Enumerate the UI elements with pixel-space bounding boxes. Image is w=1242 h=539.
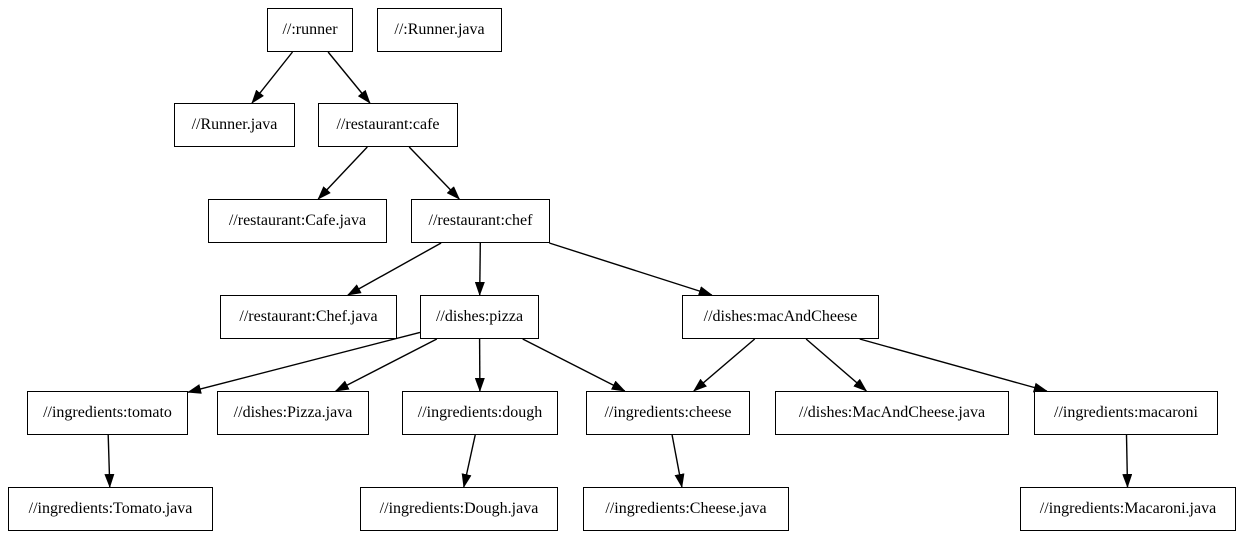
- graph-edge-cheese-to-cheese-java: [671, 434, 685, 488]
- graph-node-cafe-java: //restaurant:Cafe.java: [208, 199, 387, 243]
- graph-node-label: //ingredients:Macaroni.java: [1039, 500, 1217, 517]
- graph-edge-macaroni-to-macaroni-java: [1122, 434, 1133, 488]
- graph-edge-mac-and-cheese-to-cheese: [693, 338, 756, 392]
- graph-node-label: //restaurant:Chef.java: [239, 308, 378, 325]
- graph-node-pizza-java: //dishes:Pizza.java: [217, 391, 369, 435]
- graph-edge-pizza-to-tomato: [187, 331, 421, 394]
- graph-node-label: //Runner.java: [191, 116, 278, 133]
- graph-edge-runner-to-runner-java: [251, 51, 294, 104]
- graph-node-label: //restaurant:Cafe.java: [228, 212, 367, 229]
- graph-edge-tomato-to-tomato-java: [104, 434, 115, 488]
- graph-node-cafe: //restaurant:cafe: [318, 103, 458, 147]
- graph-node-label: //dishes:Pizza.java: [233, 404, 353, 421]
- graph-edge-mac-and-cheese-to-macaroni: [859, 338, 1048, 393]
- graph-node-label: //restaurant:chef: [428, 212, 533, 229]
- graph-edge-chef-to-chef-java: [347, 242, 442, 296]
- graph-node-runner: //:runner: [267, 8, 353, 52]
- graph-node-dough-java: //ingredients:Dough.java: [360, 487, 558, 531]
- graph-node-label: //ingredients:dough: [417, 404, 543, 421]
- graph-node-mac-and-cheese: //dishes:macAndCheese: [682, 295, 879, 339]
- graph-edge-pizza-to-pizza-java: [334, 338, 438, 392]
- graph-node-runner-java: //Runner.java: [174, 103, 295, 147]
- graph-node-label: //ingredients:cheese: [604, 404, 732, 421]
- graph-edge-runner-to-cafe: [327, 51, 371, 104]
- graph-node-label: //dishes:MacAndCheese.java: [798, 404, 986, 421]
- graph-node-chef-java: //restaurant:Chef.java: [220, 295, 397, 339]
- graph-node-cheese-java: //ingredients:Cheese.java: [583, 487, 789, 531]
- graph-node-macaroni-java: //ingredients:Macaroni.java: [1020, 487, 1236, 531]
- graph-node-macaroni: //ingredients:macaroni: [1034, 391, 1218, 435]
- graph-node-root-runner-java: //:Runner.java: [377, 8, 502, 52]
- graph-node-tomato-java: //ingredients:Tomato.java: [8, 487, 213, 531]
- graph-node-label: //ingredients:Tomato.java: [28, 500, 193, 517]
- graph-edge-mac-and-cheese-to-mac-and-cheese-java: [805, 338, 868, 392]
- graph-node-label: //ingredients:tomato: [43, 404, 172, 421]
- graph-edge-chef-to-pizza: [474, 242, 485, 296]
- graph-node-label: //dishes:pizza: [435, 308, 524, 325]
- graph-node-label: //ingredients:Dough.java: [379, 500, 539, 517]
- graph-node-label: //:Runner.java: [394, 21, 485, 38]
- graph-edge-cafe-to-cafe-java: [317, 146, 368, 200]
- graph-edge-chef-to-mac-and-cheese: [549, 242, 713, 296]
- graph-edge-pizza-to-cheese: [522, 338, 626, 392]
- graph-node-mac-and-cheese-java: //dishes:MacAndCheese.java: [775, 391, 1009, 435]
- graph-node-tomato: //ingredients:tomato: [27, 391, 188, 435]
- graph-node-cheese: //ingredients:cheese: [586, 391, 750, 435]
- graph-node-pizza: //dishes:pizza: [420, 295, 539, 339]
- graph-node-label: //:runner: [282, 21, 338, 38]
- graph-node-dough: //ingredients:dough: [402, 391, 558, 435]
- graph-node-chef: //restaurant:chef: [411, 199, 550, 243]
- graph-node-label: //dishes:macAndCheese: [703, 308, 858, 325]
- graph-node-label: //ingredients:Cheese.java: [605, 500, 767, 517]
- graph-node-label: //ingredients:macaroni: [1054, 404, 1198, 421]
- graph-node-label: //restaurant:cafe: [336, 116, 440, 133]
- graph-edge-cafe-to-chef: [408, 146, 460, 200]
- graph-edge-dough-to-dough-java: [461, 434, 476, 488]
